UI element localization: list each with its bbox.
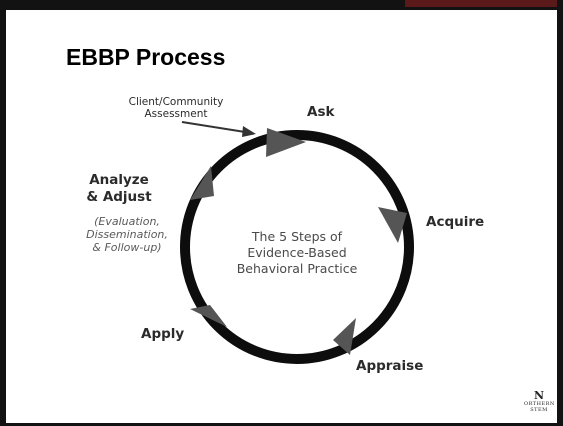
arrowhead-apply: [190, 305, 227, 327]
input-arrow-head: [242, 126, 256, 137]
input-arrow-line: [181, 121, 246, 133]
step-ask-label: Ask: [307, 104, 335, 120]
arrowhead-ask: [266, 128, 306, 157]
step-analyze-label: Analyze & Adjust: [86, 172, 152, 205]
logo-line-2: STEM: [530, 407, 548, 413]
organization-logo: N ORTHERN STEM: [524, 390, 554, 416]
step-analyze-note: (Evaluation, Dissemination, & Follow-up): [86, 215, 168, 254]
top-bar-accent: [405, 0, 557, 7]
arrowhead-analyze: [190, 166, 214, 200]
step-apply-label: Apply: [141, 326, 185, 342]
step-acquire-label: Acquire: [426, 214, 485, 230]
cycle-center-text: The 5 Steps of Evidence-Based Behavioral…: [236, 229, 358, 276]
slide-title: EBBP Process: [66, 44, 226, 70]
input-label: Client/Community Assessment: [128, 96, 224, 120]
arrowhead-acquire: [378, 207, 407, 243]
logo-mark: N: [533, 389, 545, 402]
step-appraise-label: Appraise: [356, 358, 424, 374]
cycle-ring: [180, 130, 414, 364]
arrowhead-appraise: [333, 318, 356, 355]
logo-line-1: ORTHERN: [524, 401, 555, 407]
